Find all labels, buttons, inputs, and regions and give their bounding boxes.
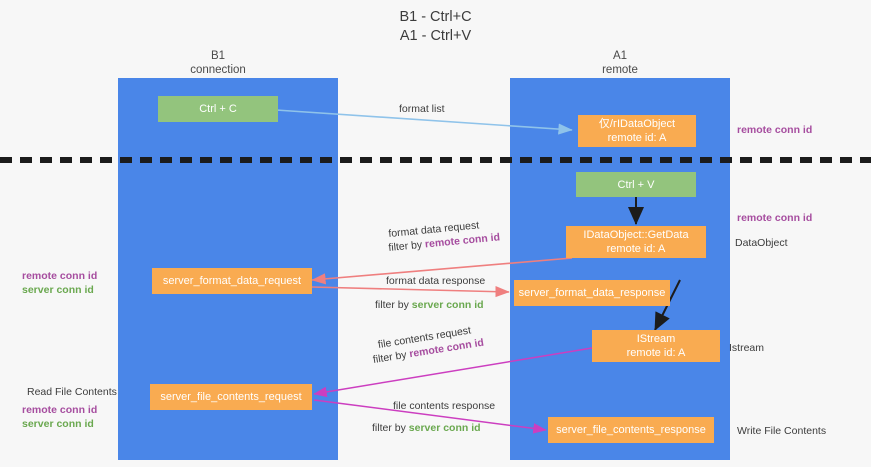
filter-prefix: filter by: [372, 348, 411, 366]
filter-key-server-conn-id: server conn id: [411, 299, 484, 311]
annotation-left-server-conn-id-mid: server conn id: [22, 284, 94, 296]
column-header-a1-name: A1: [612, 50, 628, 62]
column-header-b1-role: connection: [190, 63, 246, 76]
node-server-file-contents-response-label: server_file_contents_response: [556, 424, 706, 436]
annotation-left-server-conn-id-bot: server conn id: [22, 418, 94, 430]
node-istream[interactable]: IStream remote id: A: [592, 330, 720, 362]
node-server-file-contents-response[interactable]: server_file_contents_response: [548, 417, 714, 443]
annotation-remote-conn-id-mid: remote conn id: [737, 212, 813, 224]
filter-key-server-conn-id: server conn id: [408, 422, 481, 434]
edge-label-file-contents-response-filter: filter by server conn id: [372, 422, 481, 434]
node-server-format-data-request[interactable]: server_format_data_request: [152, 268, 312, 294]
node-idataobject-line2: remote id: A: [607, 132, 667, 144]
column-header-a1: A1 remote: [560, 50, 680, 77]
node-ctrl-v-label: Ctrl + V: [617, 178, 655, 191]
page-title: B1 - Ctrl+C A1 - Ctrl+V: [0, 8, 871, 46]
edge-label-file-contents-response: file contents response: [393, 400, 496, 412]
node-server-file-contents-request[interactable]: server_file_contents_request: [150, 384, 312, 410]
edge-label-format-data-response-filter: filter by server conn id: [375, 299, 484, 311]
node-ctrl-v[interactable]: Ctrl + V: [576, 172, 696, 197]
column-header-b1-name: B1: [210, 50, 226, 62]
annotation-write-file-contents: Write File Contents: [737, 425, 827, 437]
node-server-format-data-response[interactable]: server_format_data_response: [514, 280, 670, 306]
node-getdata-line2: remote id: A: [606, 243, 666, 255]
annotation-left-remote-conn-id-bot: remote conn id: [22, 404, 98, 416]
title-line-1: B1 - Ctrl+C: [399, 9, 472, 25]
edge-label-format-list: format list: [399, 103, 445, 115]
node-istream-line1: IStream: [636, 333, 676, 345]
annotation-dataobject: DataObject: [735, 237, 788, 249]
annotation-istream: Istream: [729, 342, 765, 354]
node-ctrl-c-label: Ctrl + C: [199, 103, 237, 115]
column-header-b1: B1 connection: [158, 50, 278, 77]
node-idataobject-line1: 仅/гIDataObject: [598, 118, 676, 130]
node-server-format-data-request-label: server_format_data_request: [162, 275, 302, 287]
filter-prefix: filter by: [375, 299, 412, 311]
title-line-2: A1 - Ctrl+V: [399, 28, 472, 44]
edge-label-format-data-response: format data response: [386, 275, 486, 287]
annotation-remote-conn-id-top: remote conn id: [737, 124, 813, 136]
filter-prefix: filter by: [372, 422, 409, 434]
annotation-read-file-contents: Read File Contents: [27, 386, 117, 398]
node-idataobject-getdata[interactable]: IDataObject::GetData remote id: A: [566, 226, 706, 258]
node-idataobject[interactable]: 仅/гIDataObject remote id: A: [578, 115, 696, 147]
column-header-a1-role: remote: [602, 63, 638, 76]
filter-prefix: filter by: [387, 238, 426, 254]
node-ctrl-c[interactable]: Ctrl + C: [158, 96, 278, 122]
node-getdata-line1: IDataObject::GetData: [583, 229, 689, 241]
node-server-format-data-response-label: server_format_data_response: [518, 287, 666, 299]
node-istream-line2: remote id: A: [626, 347, 686, 359]
node-server-file-contents-request-label: server_file_contents_request: [160, 391, 302, 403]
annotation-left-remote-conn-id-mid: remote conn id: [22, 270, 98, 282]
phase-divider: [0, 157, 871, 163]
